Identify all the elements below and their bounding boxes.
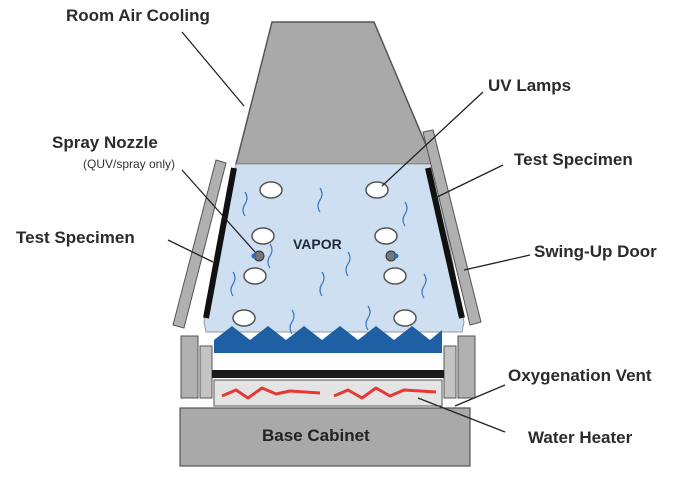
spray-nozzle-left-tip	[251, 253, 257, 259]
uv-lamp-right-2	[374, 227, 398, 245]
leader-oxygenation-vent	[454, 384, 506, 407]
side-column-left-inner	[199, 345, 213, 399]
heater-compartment	[213, 379, 443, 407]
label-heated-water: HEATED WATER	[256, 355, 366, 371]
heater-element-left	[221, 386, 321, 400]
leader-lines	[167, 31, 531, 433]
spray-nozzles	[251, 250, 399, 262]
label-spray-nozzle: Spray Nozzle	[52, 133, 158, 152]
water-tray	[212, 370, 444, 378]
uv-lamp-right-4	[393, 309, 417, 327]
spray-nozzle-right-tip	[393, 253, 399, 259]
uv-lamp-left-1	[259, 181, 283, 199]
uv-lamp-right-1	[365, 181, 389, 199]
vapor-wisp	[319, 271, 325, 297]
swing-up-door-left	[172, 159, 227, 329]
vapor-wisp	[317, 187, 323, 213]
uv-lamp-left-4	[232, 309, 256, 327]
leader-test-specimen-left	[167, 239, 214, 263]
leader-uv-lamps	[381, 91, 484, 187]
side-column-right-outer	[457, 335, 476, 399]
label-uv-lamps: UV Lamps	[488, 76, 572, 95]
uv-lamp-left-3	[243, 267, 267, 285]
vapor-wisp	[345, 251, 351, 277]
side-column-left-outer	[180, 335, 199, 399]
leader-spray-nozzle	[181, 169, 256, 253]
uv-lamp-right-3	[383, 267, 407, 285]
heater-element-right	[333, 386, 437, 400]
vapor-wisp	[365, 305, 371, 331]
test-specimen-left-panel	[203, 167, 237, 319]
vapor-wisps	[230, 187, 427, 335]
label-test-specimen-left: Test Specimen	[16, 228, 135, 247]
base-cabinet	[179, 407, 471, 467]
vapor-wisp	[230, 271, 236, 297]
label-water-heater: Water Heater	[528, 428, 633, 447]
vapor-wisp	[242, 191, 248, 217]
leader-test-specimen-right	[432, 164, 504, 200]
leader-room-air-cooling	[181, 31, 245, 107]
label-oxygenation-vent: Oxygenation Vent	[508, 366, 652, 385]
vapor-wisp	[421, 273, 427, 299]
side-column-right-inner	[443, 345, 457, 399]
leader-water-heater	[417, 397, 506, 433]
uv-lamps	[232, 181, 417, 327]
cooling-hood	[235, 21, 436, 165]
heated-water	[214, 326, 442, 353]
swing-up-door-right	[422, 129, 482, 326]
uv-lamp-left-2	[251, 227, 275, 245]
test-specimen-right-panel	[425, 167, 465, 319]
label-vapor: VAPOR	[293, 236, 342, 252]
label-swing-up-door: Swing-Up Door	[534, 242, 657, 261]
label-test-specimen-right: Test Specimen	[514, 150, 633, 169]
label-base-cabinet: Base Cabinet	[262, 426, 370, 445]
vapor-wisp	[402, 201, 408, 227]
vapor-wisp	[267, 243, 273, 269]
label-spray-nozzle-note: (QUV/spray only)	[83, 157, 176, 171]
leader-swing-up-door	[463, 254, 531, 271]
label-room-air-cooling: Room Air Cooling	[66, 6, 210, 25]
vapor-wisp	[289, 309, 295, 335]
